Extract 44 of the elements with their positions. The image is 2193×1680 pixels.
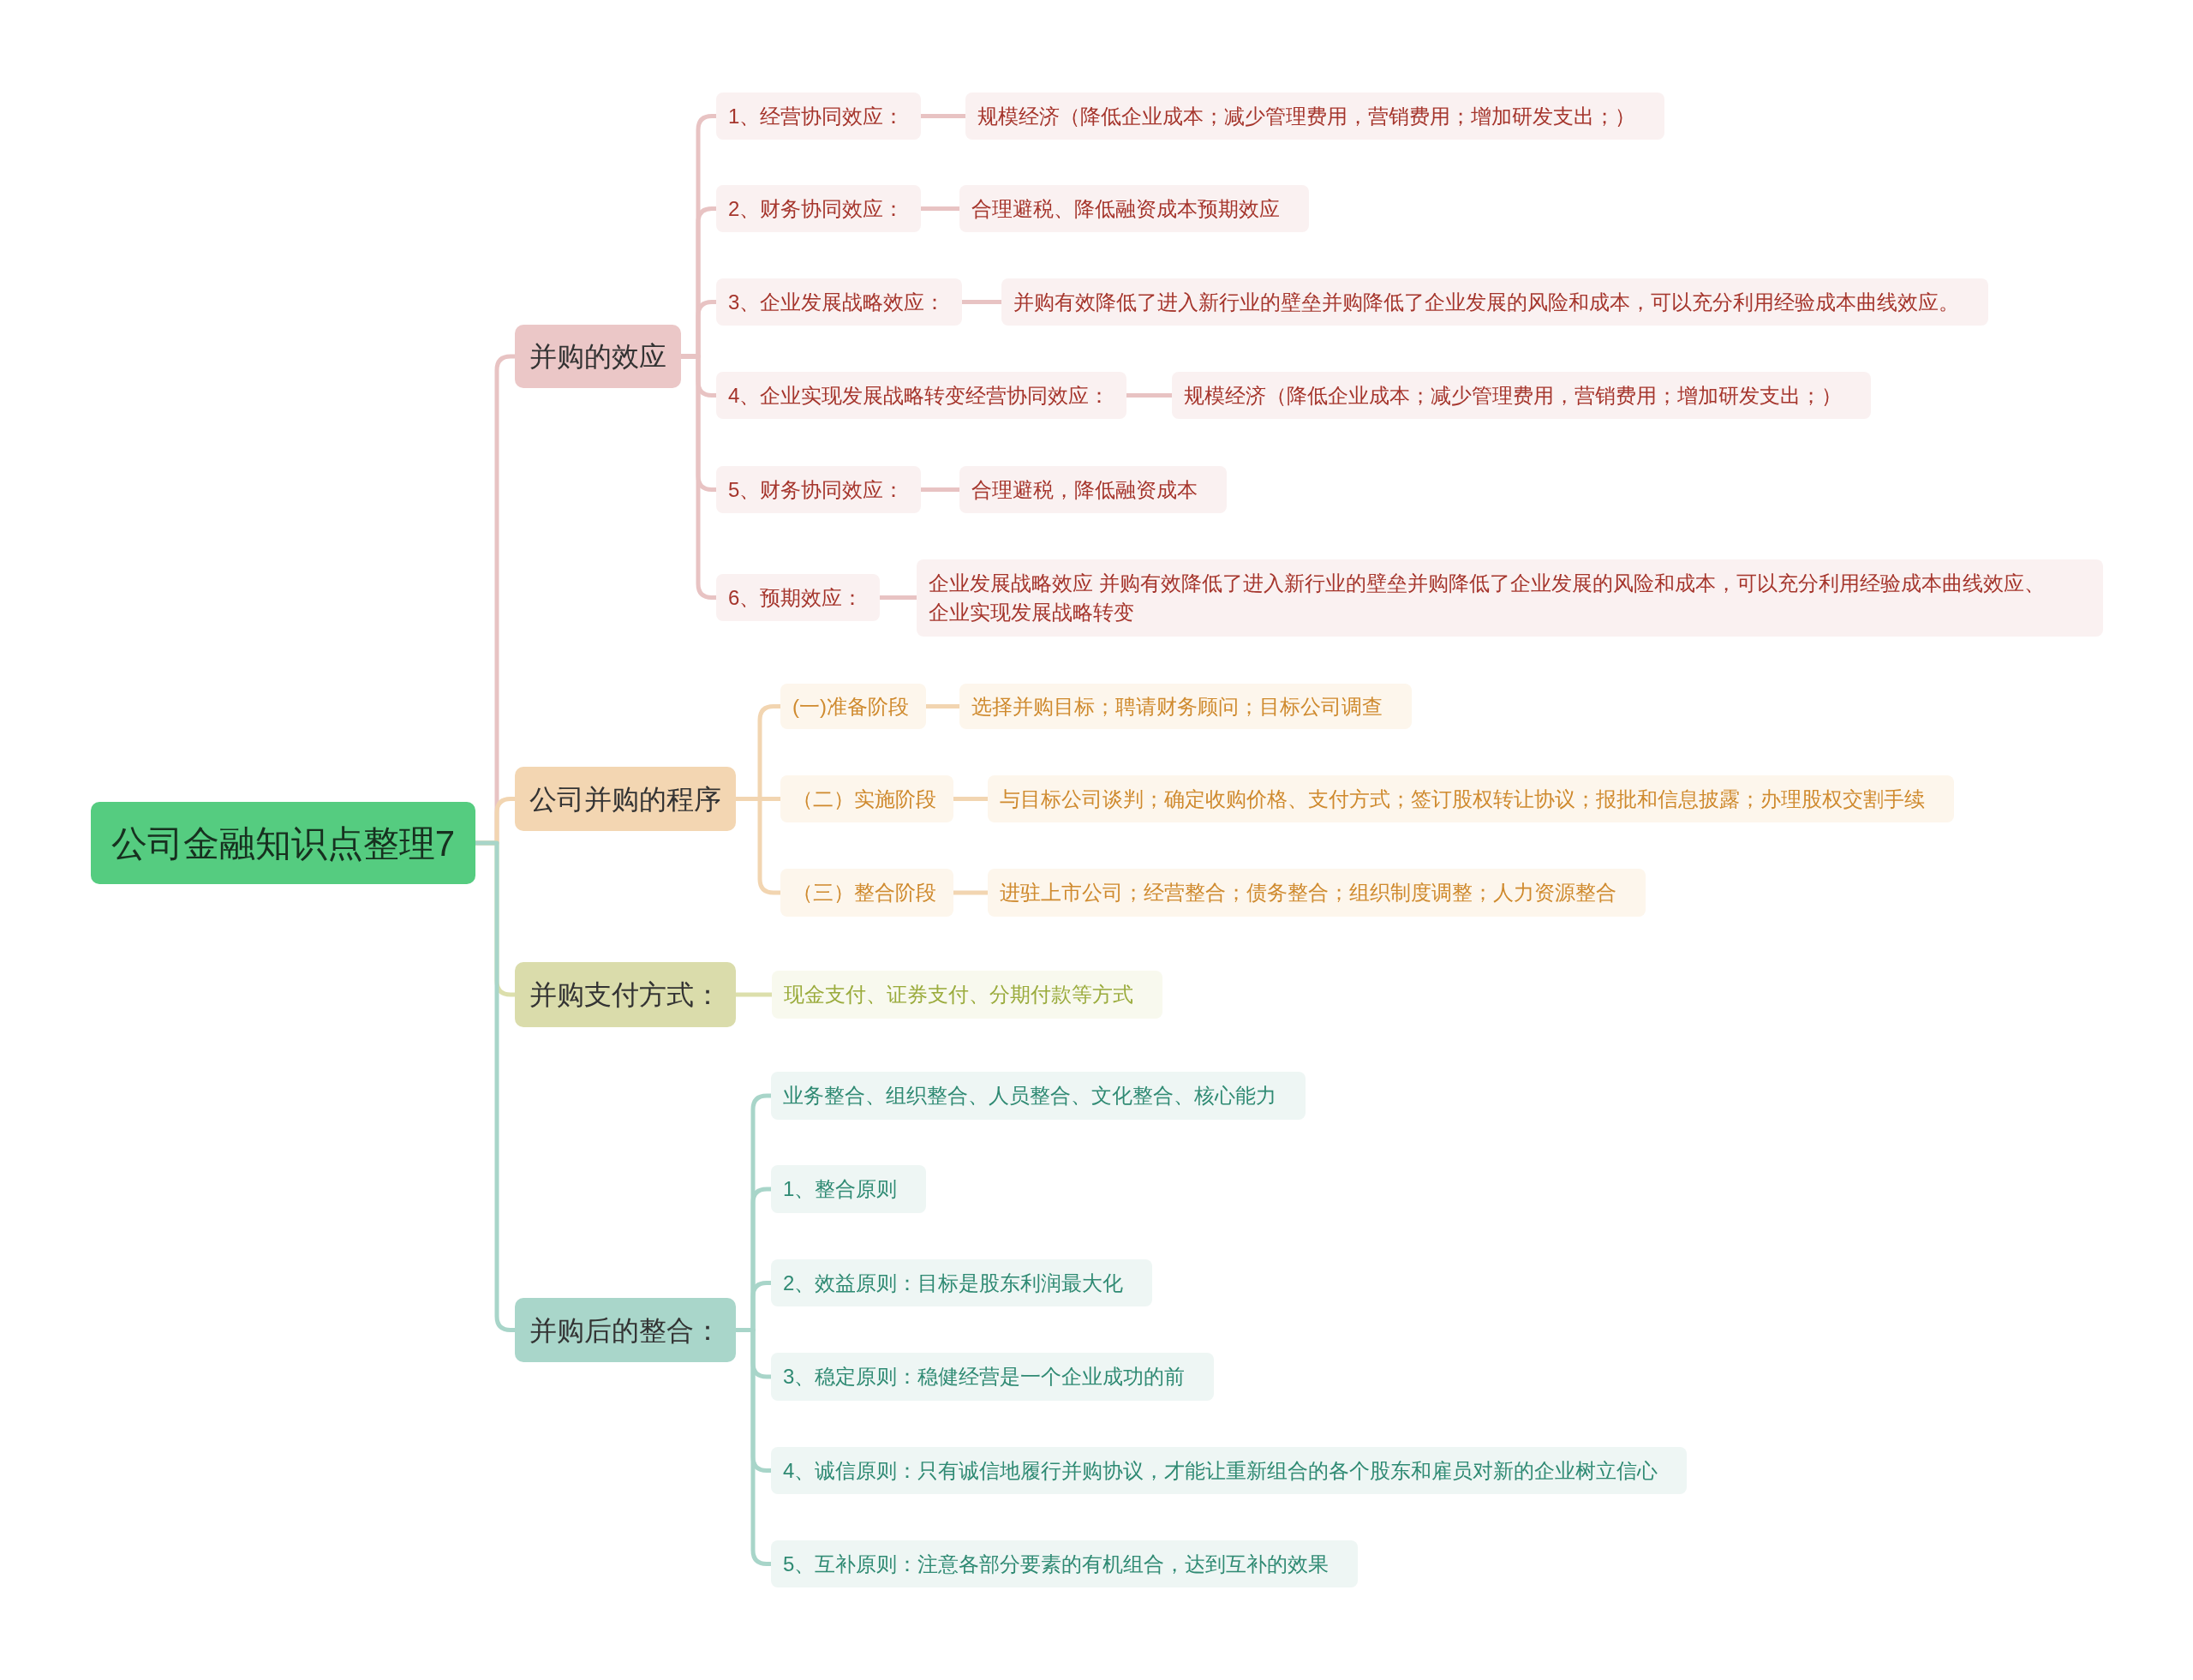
- connector-line: [736, 992, 772, 997]
- connector-line: [736, 797, 780, 895]
- subtopic: 4、企业实现发展战略转变经营协同效应：: [716, 372, 1127, 419]
- detail-note: 业务整合、组织整合、人员整合、文化整合、核心能力: [771, 1072, 1306, 1120]
- main-topic: 并购支付方式：: [515, 962, 736, 1027]
- detail-note: 选择并购目标；聘请财务顾问；目标公司调查: [959, 684, 1412, 729]
- detail-note: 合理避税，降低融资成本: [959, 466, 1227, 513]
- subtopic: 6、预期效应：: [716, 574, 881, 621]
- subtopic: 3、企业发展战略效应：: [716, 278, 963, 326]
- connector-line: [475, 840, 516, 1332]
- detail-note: 1、整合原则: [771, 1165, 927, 1213]
- detail-note: 与目标公司谈判；确定收购价格、支付方式；签订股权转让协议；报批和信息披露；办理股权交割手续: [988, 775, 1954, 822]
- detail-note: 5、互补原则：注意各部分要素的有机组合，达到互补的效果: [771, 1540, 1359, 1587]
- subtopic: （二）实施阶段: [780, 775, 953, 822]
- detail-note: 进驻上市公司；经营整合；债务整合；组织制度调整；人力资源整合: [988, 869, 1646, 917]
- main-topic: 并购后的整合：: [515, 1298, 736, 1362]
- detail-note: 规模经济（降低企业成本；减少管理费用，营销费用；增加研发支出；）: [965, 93, 1664, 140]
- connector-line: [921, 114, 965, 118]
- connector-line: [921, 206, 959, 211]
- connector-line: [953, 890, 988, 895]
- subtopic: 5、财务协同效应：: [716, 466, 922, 513]
- connector-line: [926, 704, 959, 708]
- connector-line: [736, 1328, 771, 1566]
- connector-line: [1126, 393, 1172, 398]
- detail-note: 现金支付、证券支付、分期付款等方式: [772, 971, 1162, 1019]
- detail-note: 合理避税、降低融资成本预期效应: [959, 185, 1309, 232]
- detail-note: 2、效益原则：目标是股东利润最大化: [771, 1259, 1153, 1306]
- connector-line: [880, 595, 917, 600]
- connector-line: [921, 487, 959, 492]
- connector-line: [962, 300, 1001, 304]
- connector-line: [953, 797, 988, 801]
- root-topic: 公司金融知识点整理7: [91, 802, 475, 884]
- subtopic: （三）整合阶段: [780, 869, 953, 917]
- subtopic: (一)准备阶段: [780, 684, 926, 729]
- subtopic: 2、财务协同效应：: [716, 185, 922, 232]
- detail-note: 4、诚信原则：只有诚信地履行并购协议，才能让重新组合的各个股东和雇员对新的企业树立信心: [771, 1447, 1688, 1494]
- main-topic: 公司并购的程序: [515, 767, 736, 831]
- subtopic: 1、经营协同效应：: [716, 93, 922, 140]
- detail-note: 规模经济（降低企业成本；减少管理费用，营销费用；增加研发支出；）: [1172, 372, 1871, 419]
- detail-note: 企业发展战略效应 并购有效降低了进入新行业的壁垒并购降低了企业发展的风险和成本，可以充分利用经验成本曲线效应、企业实现发展战略转变: [917, 559, 2103, 637]
- detail-note: 3、稳定原则：稳健经营是一个企业成功的前: [771, 1353, 1215, 1401]
- connector-line: [681, 354, 716, 600]
- main-topic: 并购的效应: [515, 325, 681, 388]
- detail-note: 并购有效降低了进入新行业的壁垒并购降低了企业发展的风险和成本，可以充分利用经验成本曲线效应。: [1001, 278, 1988, 326]
